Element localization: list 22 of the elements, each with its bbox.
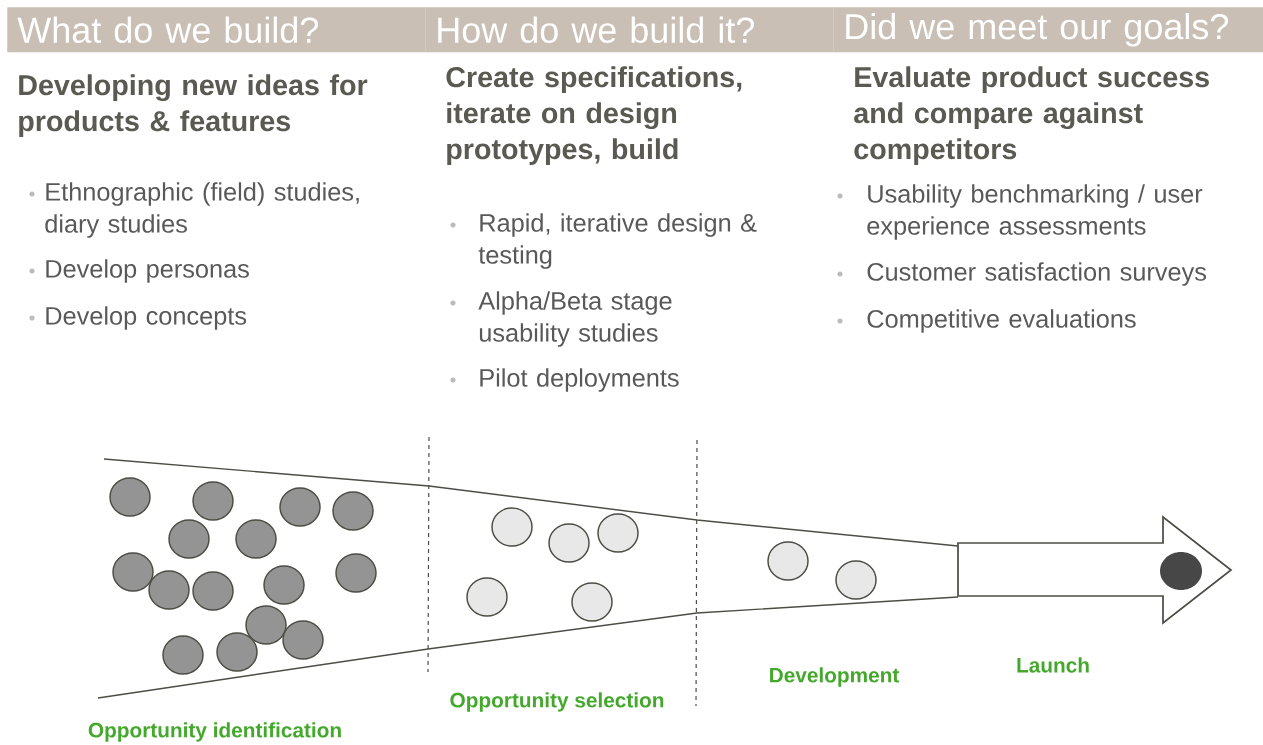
column-heading: Developing new ideas for products & features — [19, 74, 368, 137]
header-band: How do we build it? — [425, 7, 834, 53]
stage-label: Opportunity selection — [450, 692, 664, 712]
node-label: What do we build? — [17, 16, 319, 43]
bullet-item: Pilot deployments — [450, 368, 679, 392]
node-label: Did we meet our goals? — [846, 12, 1229, 47]
bullet-item: Rapid, iterative design & testing — [450, 213, 757, 269]
bullet-item: Develop personas — [29, 259, 249, 283]
header-band: What do we build? — [7, 7, 426, 53]
bullet-item: Competitive evaluations — [837, 309, 1136, 333]
bullet-item: Usability benchmarking / user experience assessments — [837, 184, 1203, 240]
column-heading: Evaluate product success and compare against competitors — [854, 66, 1209, 165]
stage-label: Launch — [1017, 657, 1089, 673]
stage-label: Development — [770, 667, 900, 687]
column-heading: Create specifications, iterate on design prototypes, build — [446, 66, 742, 165]
bullet-item: Ethnographic (field) studies, diary studies — [29, 182, 359, 238]
header-band: Did we meet our goals? — [833, 7, 1263, 53]
bullet-item: Alpha/Beta stage usability studies — [450, 291, 672, 347]
stage-label: Opportunity identification — [88, 722, 341, 742]
node-label: How do we build it? — [438, 16, 755, 43]
bullet-item: Develop concepts — [29, 306, 247, 330]
bullet-item: Customer satisfaction surveys — [837, 262, 1206, 286]
